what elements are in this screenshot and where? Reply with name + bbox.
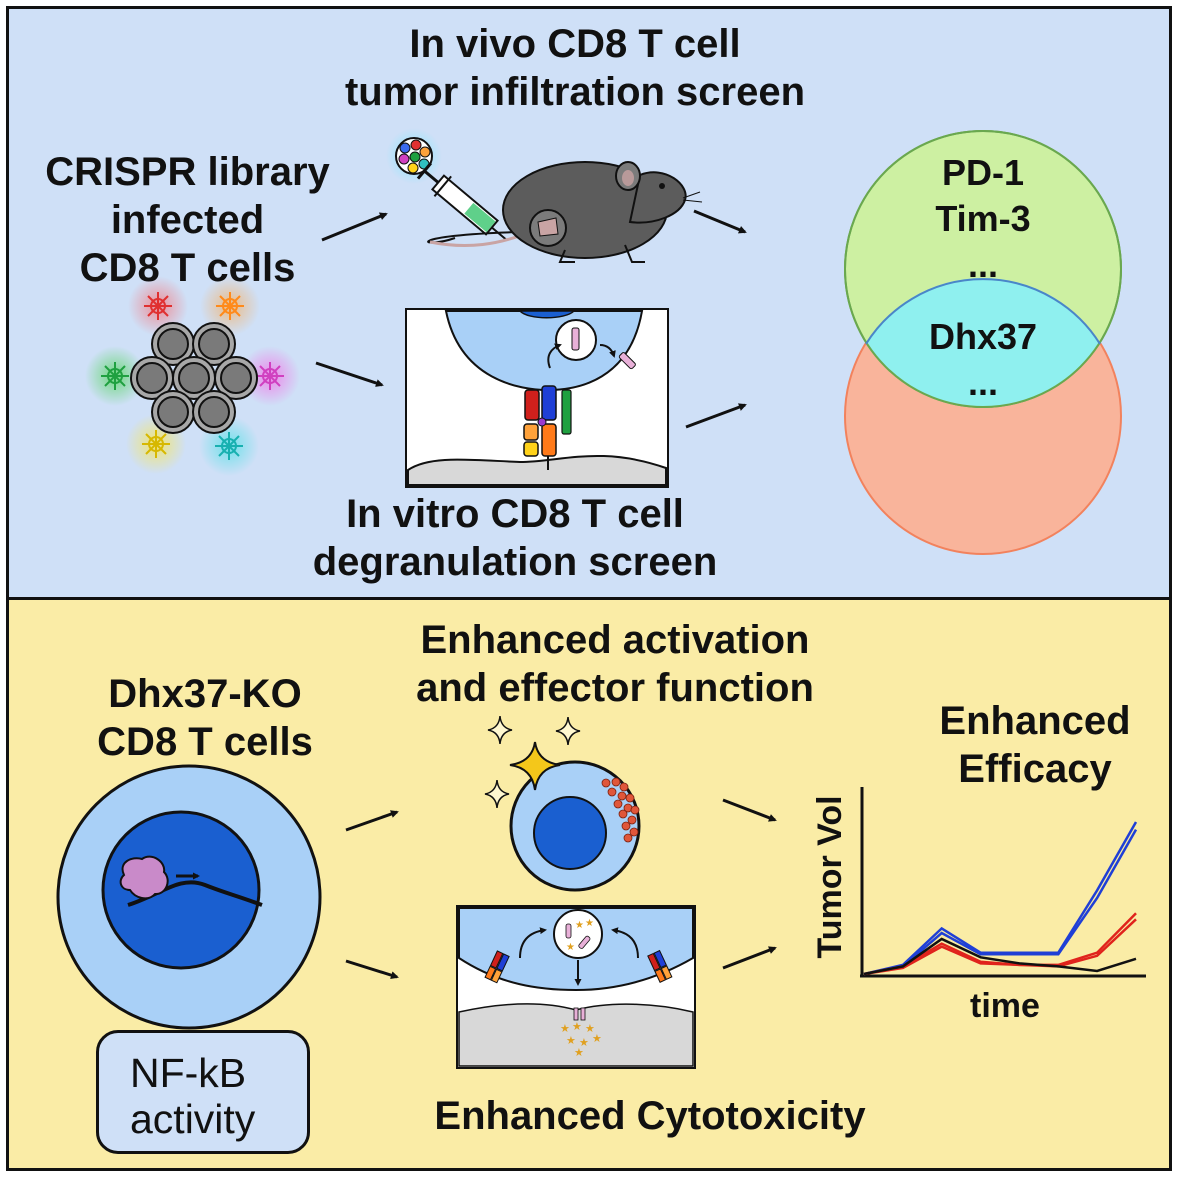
series-line-4 (863, 918, 1137, 976)
cytotoxicity-label: Enhanced Cytotoxicity (434, 1094, 866, 1138)
arrow (693, 209, 747, 234)
svg-text:★: ★ (572, 1020, 582, 1033)
arrow (345, 959, 399, 980)
chart-axes (860, 787, 1146, 978)
virus-vial-icon (386, 128, 442, 184)
nfkb-line2: activity (130, 1096, 256, 1142)
syringe-icon (416, 162, 508, 242)
svg-text:★: ★ (566, 1034, 576, 1047)
infected-t-cell-cluster (85, 276, 300, 476)
nfkb-line1: NF-kB (130, 1050, 247, 1096)
activation-line2: and effector function (416, 666, 814, 710)
venn-overlap-line1: Dhx37 (928, 316, 1038, 357)
activation-line1: Enhanced activation (420, 618, 810, 662)
nfkb-label: NF-kB activity (130, 1050, 255, 1142)
venn-top-line2: Tim-3 (935, 198, 1031, 239)
arrow (685, 403, 747, 429)
arrow (345, 810, 399, 832)
top-title-line2: tumor infiltration screen (344, 70, 806, 114)
ko-label: Dhx37-KO CD8 T cells (40, 670, 370, 766)
chart-plot-area (863, 821, 1138, 976)
crispr-line3: CD8 T cells (79, 246, 296, 290)
ko-line2: CD8 T cells (97, 720, 313, 764)
invitro-line2: degranulation screen (312, 540, 718, 584)
top-title-line1: In vivo CD8 T cell (409, 22, 741, 66)
venn-overlap-line2: ... (967, 362, 998, 403)
crispr-line1: CRISPR library (45, 150, 330, 194)
venn-top-line1: PD-1 (941, 152, 1025, 193)
venn-overlap-label: Dhx37 ... (893, 314, 1073, 406)
invitro-label: In vitro CD8 T cell degranulation screen (260, 490, 770, 586)
venn-top-label: PD-1 Tim-3 ... (893, 150, 1073, 288)
arrow (722, 798, 777, 822)
crispr-label: CRISPR library infected CD8 T cells (10, 148, 365, 292)
mouse-icon (427, 161, 703, 263)
invitro-line1: In vitro CD8 T cell (346, 492, 684, 536)
venn-top-line3: ... (967, 244, 998, 285)
synapse-box (405, 308, 669, 488)
venn-diagram (844, 130, 1122, 555)
activated-t-cell (509, 760, 641, 892)
sparkle-icon (484, 715, 581, 809)
svg-text:★: ★ (566, 942, 575, 953)
svg-text:★: ★ (592, 1032, 602, 1045)
chart-ylabel: Tumor Vol (811, 795, 849, 959)
venn-overlap (845, 278, 1121, 407)
svg-text:★: ★ (574, 1046, 584, 1059)
svg-text:★: ★ (585, 1022, 595, 1035)
efficacy-label: Enhanced Efficacy (905, 697, 1165, 793)
chart-xlabel: time (970, 987, 1040, 1025)
top-title: In vivo CD8 T cell tumor infiltration sc… (0, 20, 1150, 116)
nfkb-box (96, 1030, 310, 1154)
activation-label: Enhanced activation and effector functio… (360, 616, 870, 712)
efficacy-line1: Enhanced (939, 699, 1131, 743)
arrow (722, 946, 777, 970)
svg-text:★: ★ (585, 918, 594, 929)
efficacy-line2: Efficacy (958, 747, 1112, 791)
svg-text:★: ★ (575, 920, 584, 931)
crispr-line2: infected (110, 198, 265, 242)
ko-line1: Dhx37-KO (108, 672, 302, 716)
arrow (321, 212, 388, 242)
arrow (315, 361, 384, 387)
series-line-5 (863, 937, 1137, 976)
cytotoxicity-synapse: ★ ★ ★ ★★★ ★★★ ★ (456, 905, 696, 1069)
dhx37-ko-cell (56, 764, 322, 1030)
svg-text:★: ★ (560, 1022, 570, 1035)
series-line-1 (863, 821, 1138, 976)
svg-text:★: ★ (579, 1036, 589, 1049)
